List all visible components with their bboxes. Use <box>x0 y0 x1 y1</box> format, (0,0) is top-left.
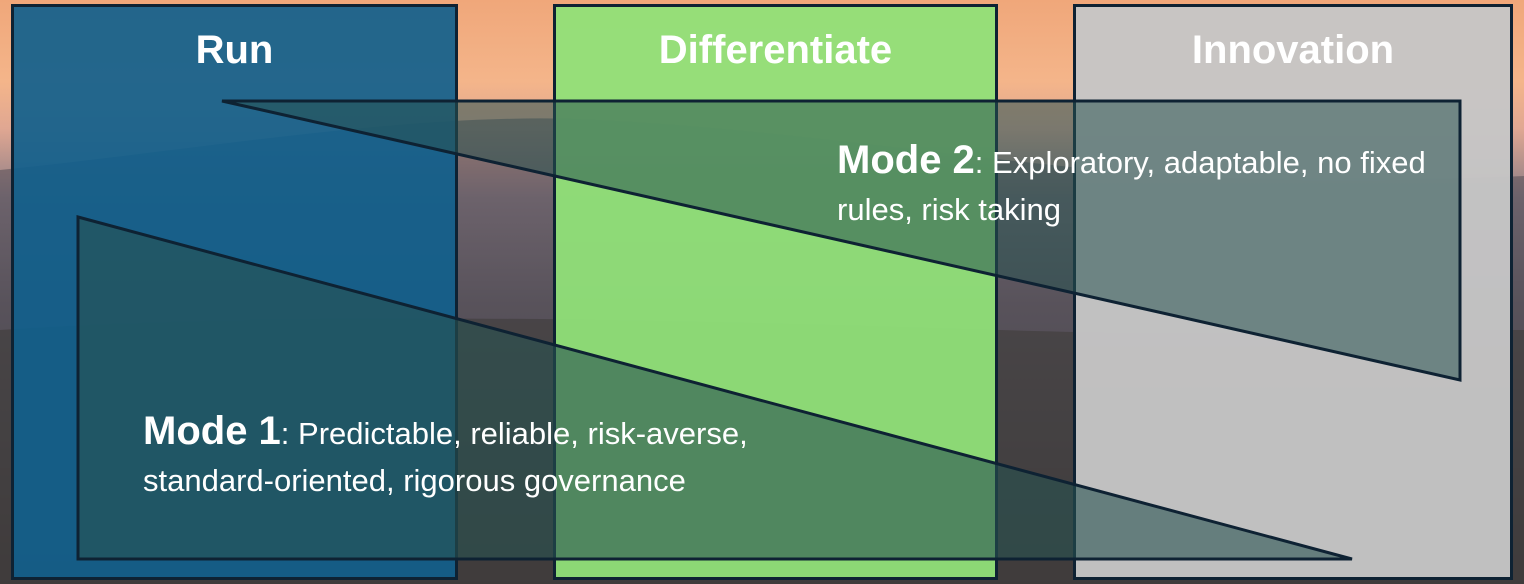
column-title-run: Run <box>195 28 274 72</box>
mode1-description: Mode 1: Predictable, reliable, risk-aver… <box>143 408 783 504</box>
mode2-description: Mode 2: Exploratory, adaptable, no fixed… <box>837 137 1457 233</box>
column-title-differentiate: Differentiate <box>658 28 893 72</box>
column-title-innovation: Innovation <box>1191 28 1395 72</box>
column-innovation: Innovation <box>1073 4 1513 580</box>
mode2-text: : Exploratory, adaptable, no fixed rules… <box>837 145 1426 227</box>
mode1-text: : Predictable, reliable, risk-averse, st… <box>143 416 748 498</box>
mode2-label: Mode 2 <box>837 138 975 182</box>
mode1-label: Mode 1 <box>143 409 281 453</box>
